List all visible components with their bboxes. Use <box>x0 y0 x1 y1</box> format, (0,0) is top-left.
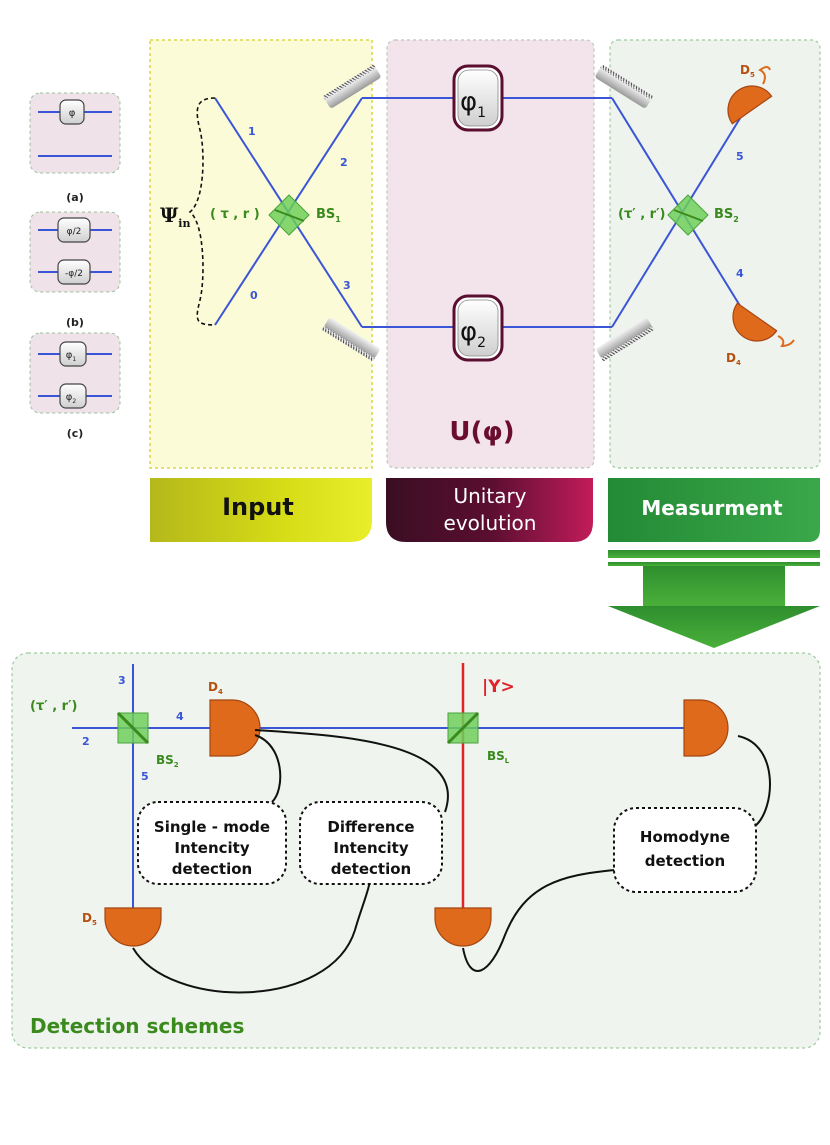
bottom-bs2 <box>116 711 150 745</box>
mirror-top-left <box>322 64 381 108</box>
port-0: 0 <box>250 289 258 302</box>
detector-d4-wire <box>777 335 795 348</box>
inset-a-label: (a) <box>66 191 83 204</box>
detection-schemes-title: Detection schemes <box>30 1014 244 1038</box>
input-banner <box>150 478 372 542</box>
bsl-label: BSL <box>487 749 510 765</box>
port-4: 4 <box>736 267 744 280</box>
inset-b: φ/2 -φ/2 (b) <box>29 211 121 329</box>
unitary-operator-label: U(φ) <box>449 417 514 447</box>
port-2: 2 <box>340 156 348 169</box>
inset-c: φ1 φ2 (c) <box>29 332 121 440</box>
bottom-detector-right <box>683 699 729 757</box>
detector-d5-wire <box>758 66 771 85</box>
bs2 <box>667 194 709 236</box>
measurement-banner-label: Measurment <box>641 496 783 520</box>
bottom-d5-label: D5 <box>82 911 97 927</box>
bottom-port-2: 2 <box>82 735 90 748</box>
phase-shifter-2: φ2 <box>452 294 504 362</box>
bottom-bs2-params: (τ′ , r′) <box>30 699 77 714</box>
inset-c-label: (c) <box>67 427 84 440</box>
input-bracket <box>188 97 216 326</box>
mirror-bottom-right <box>596 318 655 362</box>
inset-c-phase-top: φ1 <box>66 350 77 363</box>
phase-shifter-1: φ1 <box>452 64 504 132</box>
measurement-panel <box>609 39 821 469</box>
homodyne-line2: detection <box>645 852 725 870</box>
inset-b-phase-bottom: -φ/2 <box>65 269 83 279</box>
bottom-d4-label: D4 <box>208 680 223 696</box>
bottom-bs2-label: BS2 <box>156 753 179 769</box>
input-banner-label: Input <box>222 493 294 521</box>
measurement-banner <box>608 478 820 542</box>
psi-in-label: Ψin <box>160 203 190 230</box>
mirror-top-right <box>595 64 654 108</box>
port-1: 1 <box>248 125 256 138</box>
detector-d5 <box>727 85 773 125</box>
mirror-bottom-left <box>321 318 380 362</box>
unitary-banner-line1: Unitary <box>453 484 526 508</box>
inset-b-phase-top: φ/2 <box>67 227 82 237</box>
bottom-detector-d5 <box>104 907 162 947</box>
down-arrow <box>608 550 820 648</box>
bs2-label: BS2 <box>714 207 739 224</box>
homodyne-box: Homodyne detection <box>613 807 757 893</box>
difference-line3: detection <box>331 860 411 878</box>
port-3: 3 <box>343 279 351 292</box>
detector-d4 <box>732 302 778 342</box>
unitary-banner <box>386 478 593 542</box>
phase2-label: φ2 <box>460 317 486 351</box>
single-mode-line2: Intencity <box>174 839 249 857</box>
unitary-panel <box>386 39 595 469</box>
port-5: 5 <box>736 150 744 163</box>
difference-line1: Difference <box>327 818 414 836</box>
single-mode-line1: Single - mode <box>154 818 270 836</box>
bottom-port-5: 5 <box>141 770 149 783</box>
bs1-label: BS1 <box>316 207 341 224</box>
bottom-port-4: 4 <box>176 710 184 723</box>
inset-c-phase-bottom: φ2 <box>66 392 77 405</box>
bottom-detector-d4 <box>209 699 261 757</box>
unitary-banner-line2: evolution <box>444 511 537 535</box>
single-mode-box: Single - mode Intencity detection <box>137 801 287 885</box>
bs1-params: ( τ , r ) <box>210 207 260 222</box>
difference-line2: Intencity <box>333 839 408 857</box>
homodyne-line1: Homodyne <box>640 828 730 846</box>
single-mode-line3: detection <box>172 860 252 878</box>
bottom-port-3: 3 <box>118 674 126 687</box>
d4-label: D4 <box>726 351 741 367</box>
inset-b-label: (b) <box>66 316 84 329</box>
difference-box: Difference Intencity detection <box>299 801 443 885</box>
bs1 <box>268 194 310 236</box>
y-state-label: |Y> <box>482 677 515 697</box>
phase1-label: φ1 <box>460 87 486 121</box>
bottom-bsl <box>446 711 480 745</box>
d5-label: D5 <box>740 63 755 79</box>
inset-a: φ (a) <box>29 92 121 204</box>
inset-a-phase: φ <box>69 108 76 119</box>
bottom-detector-laser <box>434 907 492 947</box>
bs2-params: (τ′ , r′) <box>618 207 665 222</box>
signal-wires <box>132 729 771 994</box>
